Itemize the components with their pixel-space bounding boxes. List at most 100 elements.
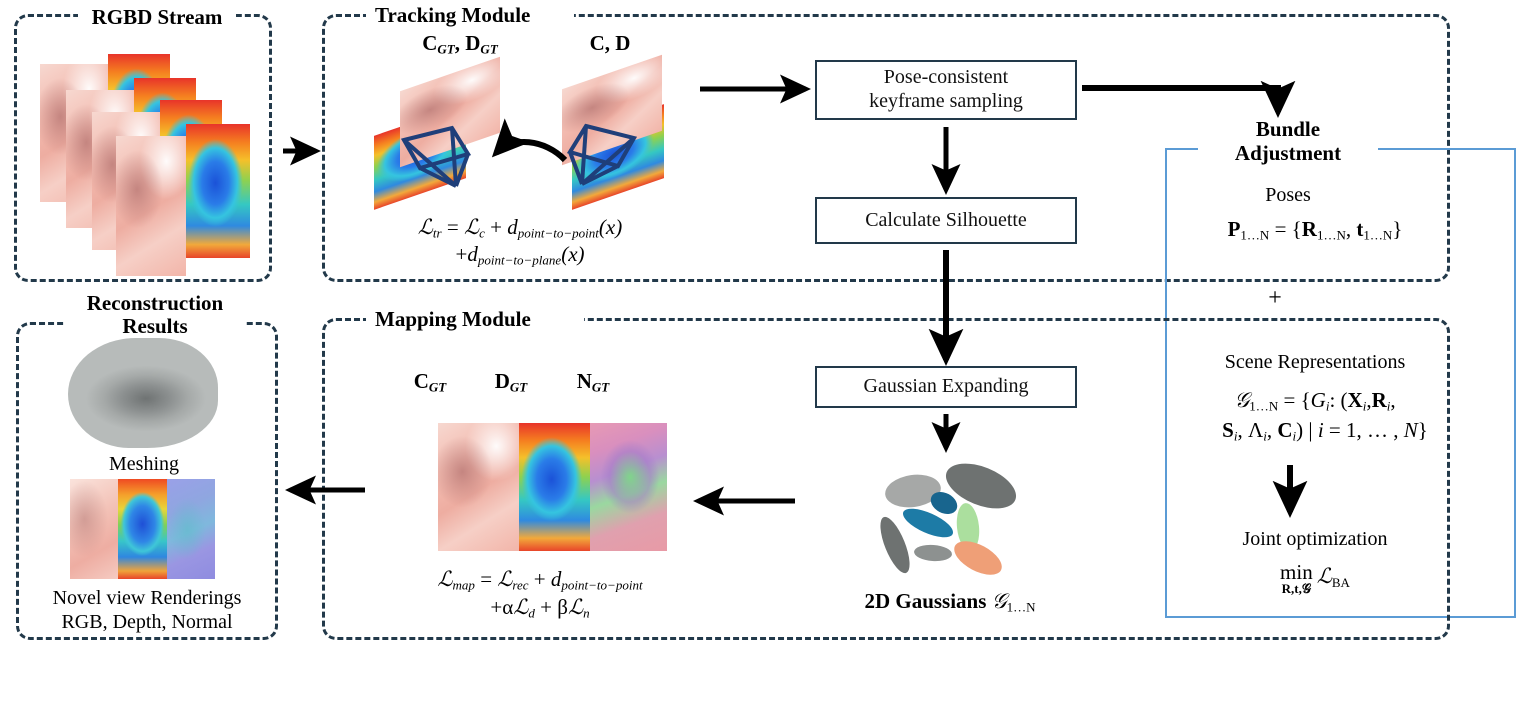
maploss2-Ln: ℒ	[567, 595, 584, 619]
scene2-c1: ,	[1237, 418, 1248, 442]
loss2-x: (x)	[561, 242, 585, 266]
mapping-label-ngt: NGT	[563, 368, 623, 396]
bundle-joint-label: Joint optimization	[1242, 528, 1388, 550]
reconstructed-mesh	[68, 338, 218, 448]
tracking-gt-c: C	[422, 31, 438, 55]
loss-Lc-sub: c	[479, 225, 485, 241]
maploss2-plus: +	[490, 595, 503, 619]
loss-d-sub: point−to−point	[517, 225, 599, 241]
panel-mapping-module	[322, 318, 1450, 640]
loss-eq: =	[441, 215, 464, 239]
maploss-Lrec: ℒ	[497, 567, 513, 591]
tracking-gt-d: , D	[454, 31, 481, 55]
scene2-S-sub: i	[1233, 428, 1238, 444]
gaussian-ellipse	[880, 516, 910, 574]
bundle-min-formula: min R,t,𝒢 ℒBA	[1165, 562, 1465, 595]
loss2-plus: +	[455, 242, 468, 266]
gaussian-ellipse	[903, 508, 953, 538]
gaussians-caption-symbol: 𝒢	[991, 589, 1007, 613]
scene-colon: : (	[1329, 388, 1348, 412]
box-pose-consistent-keyframe-sampling[interactable]: Pose-consistent keyframe sampling	[815, 60, 1077, 120]
poses-t-sub: 1…N	[1363, 227, 1393, 243]
loss-Lc: ℒ	[463, 215, 480, 239]
maploss2-alpha: α	[502, 595, 514, 619]
gaussian-expanding-label: Gaussian Expanding	[863, 375, 1029, 398]
scene2-C-sub: i	[1292, 428, 1297, 444]
mapping-loss-line1: ℒmap = ℒrec + dpoint−to−point	[390, 566, 690, 594]
scene2-close: ) |	[1296, 418, 1318, 442]
scene-Gi: G	[1310, 388, 1326, 412]
panel-mapping-module-title: Mapping Module	[366, 308, 584, 330]
maploss-d-sub: point−to−point	[561, 577, 643, 593]
box-gaussian-expanding[interactable]: Gaussian Expanding	[815, 366, 1077, 408]
scene-comma: ,	[1366, 388, 1372, 412]
recon-title-line2: Results	[122, 314, 188, 339]
scene2-i: i	[1317, 418, 1324, 442]
tracking-loss-line1: ℒtr = ℒc + dpoint−to−point(x)	[380, 214, 660, 242]
gaussian-ellipse	[954, 541, 1002, 575]
loss-L-sub: tr	[432, 225, 442, 241]
mapping-dgt-main: D	[494, 369, 510, 393]
tracking-loss-line2: +dpoint−to−plane(x)	[380, 241, 660, 269]
scene-G: 𝒢	[1234, 388, 1250, 412]
scene-R: R	[1371, 388, 1387, 412]
mapping-loss-line2: +αℒd + βℒn	[390, 594, 690, 622]
meshing-label: Meshing	[109, 453, 179, 475]
min-op: min	[1280, 560, 1313, 584]
panel-tracking-module-title: Tracking Module	[366, 4, 574, 26]
scene2-lambda: Λ	[1247, 418, 1264, 442]
bundle-scene-label: Scene Representations	[1224, 351, 1406, 373]
gaussian-ellipse	[885, 474, 941, 508]
camera-frustum-gt	[400, 125, 472, 188]
bundle-poses-formula: P1…N = {R1…N, t1…N}	[1165, 216, 1465, 244]
poses-R: R	[1301, 217, 1317, 241]
scene2-S: S	[1222, 418, 1234, 442]
bundle-title-line1: Bundle	[1255, 117, 1321, 141]
poses-R-sub: 1…N	[1316, 227, 1346, 243]
poses-comma: ,	[1345, 217, 1357, 241]
gaussian-ellipse	[945, 463, 1017, 509]
min-sub: R,t,𝒢	[1281, 580, 1312, 596]
poses-t: t	[1356, 217, 1364, 241]
camera-frustum-live	[566, 123, 638, 186]
poses-P-sub: 1…N	[1240, 227, 1270, 243]
loss-L: ℒ	[417, 215, 433, 239]
maploss-Lrec-sub: rec	[512, 577, 529, 593]
keyframe-line2: keyframe sampling	[869, 90, 1023, 112]
loss-plus: +	[484, 215, 508, 239]
bundle-title-line2: Adjustment	[1234, 140, 1342, 165]
loss2-d: d	[467, 242, 478, 266]
scene2-C: C	[1277, 418, 1293, 442]
bundle-scene-formula-line2: Si, Λi, Ci) | i = 1, … , N}	[1165, 417, 1485, 445]
box-calculate-silhouette[interactable]: Calculate Silhouette	[815, 197, 1077, 244]
scene-R-sub: i	[1386, 398, 1391, 414]
poses-P: P	[1227, 217, 1241, 241]
scene2-eq: = 1, … ,	[1323, 418, 1404, 442]
tracking-gt-d-sub: GT	[480, 41, 498, 57]
maploss-d: d	[550, 567, 562, 591]
loss-d: d	[507, 215, 518, 239]
bundle-adjustment-title: Bundle Adjustment	[1198, 117, 1378, 166]
recon-title-line1: Reconstruction	[86, 291, 224, 315]
scene2-c2: ,	[1266, 418, 1278, 442]
gaussian-cloud	[880, 463, 1017, 575]
scene-trail: ,	[1390, 388, 1396, 412]
gaussians-caption-sub: 1…N	[1006, 599, 1036, 615]
maploss-plus: +	[528, 567, 551, 591]
gaussians-caption-text: 2D Gaussians	[864, 589, 992, 613]
gaussians-caption: 2D Gaussians 𝒢1…N	[830, 588, 1070, 616]
keyframe-line1: Pose-consistent	[883, 66, 1009, 89]
maploss-L-sub: map	[452, 577, 475, 593]
scene-Gi-sub: i	[1325, 398, 1330, 414]
gaussian-ellipse	[956, 503, 980, 551]
maploss-eq: =	[474, 567, 498, 591]
tracking-cd-label: C, D	[589, 31, 631, 55]
maploss2-Ld: ℒ	[513, 595, 529, 619]
scene-eq: = {	[1278, 388, 1311, 412]
mapping-dgt-sub: GT	[509, 379, 528, 395]
scene2-N: N	[1403, 418, 1418, 442]
scene2-brace: }	[1417, 418, 1428, 442]
maploss2-Ln-sub: n	[583, 605, 590, 621]
maploss2-beta: β	[557, 595, 568, 619]
